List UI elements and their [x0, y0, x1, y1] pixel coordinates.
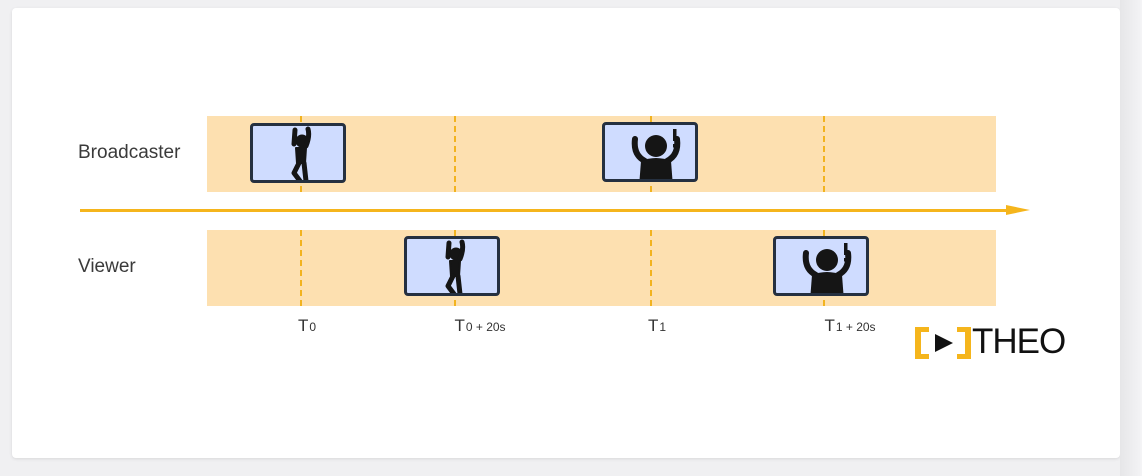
- tick-label-t0: T0: [298, 316, 316, 336]
- lane-label-viewer: Viewer: [78, 256, 136, 277]
- broadcaster-frame-t0: [250, 123, 346, 183]
- page-edge-shade: [1120, 0, 1142, 476]
- person-celebrating-icon: [631, 129, 681, 179]
- tick-sub: 1: [659, 320, 667, 334]
- broadcaster-frame-t1: [602, 122, 698, 182]
- tick-main: T: [454, 316, 465, 335]
- tick-sub: 0: [309, 320, 317, 334]
- time-marker-t0-20s-top: [454, 116, 456, 192]
- person-celebrating-icon: [802, 243, 852, 293]
- lane-label-broadcaster: Broadcaster: [78, 142, 181, 163]
- tick-sub: 1 + 20s: [835, 320, 876, 334]
- viewer-frame-t0: [404, 236, 500, 296]
- viewer-frame-t1: [773, 236, 869, 296]
- logo-text: THEO: [972, 322, 1066, 361]
- viewer-band: [207, 230, 996, 306]
- tick-label-t1: T1: [648, 316, 666, 336]
- play-bracket-icon: [915, 327, 971, 359]
- time-marker-t0-bottom: [300, 230, 302, 306]
- time-marker-t1-bottom: [650, 230, 652, 306]
- tick-label-t1-20s: T1 + 20s: [824, 316, 875, 336]
- time-marker-t1-20s-top: [823, 116, 825, 192]
- timeline-arrowhead: [1006, 205, 1030, 215]
- tick-label-t0-20s: T0 + 20s: [454, 316, 505, 336]
- tick-main: T: [647, 316, 659, 335]
- person-dancing-icon: [291, 126, 312, 180]
- tick-main: T: [824, 316, 835, 335]
- person-dancing-icon: [445, 239, 466, 293]
- tick-main: T: [297, 316, 309, 335]
- timeline-axis: [80, 209, 1010, 212]
- tick-sub: 0 + 20s: [465, 320, 506, 334]
